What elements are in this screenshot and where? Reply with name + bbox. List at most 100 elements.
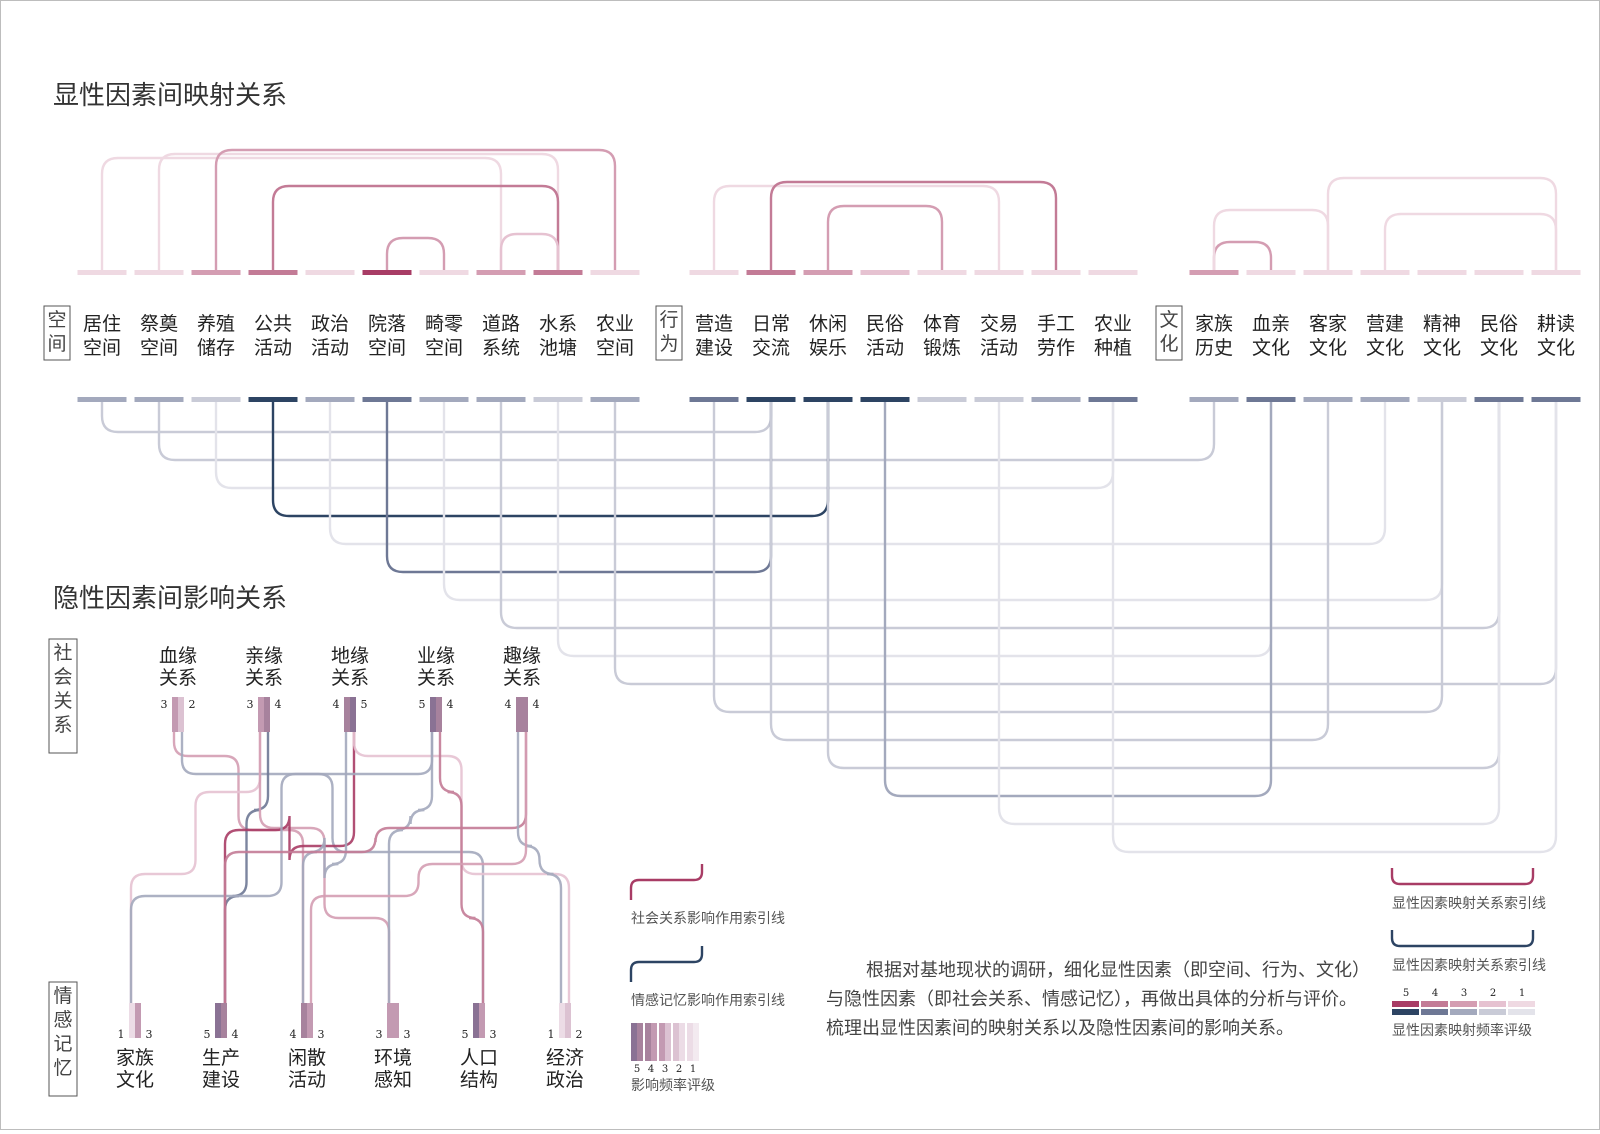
legend-explicit [1390,868,1535,1015]
rating-number-b: 4 [533,698,540,711]
rating-number-a: 4 [333,698,340,711]
influence-rating-number: 3 [662,1064,668,1075]
navy-link-11 [769,399,1330,742]
explicit-item-4: 政治活动 [305,270,355,402]
navy-rating-bar [77,397,127,402]
rating-number-b: 5 [361,698,368,711]
explicit-item-24: 耕读文化 [1531,270,1581,402]
explicit-item-label: 体育锻炼 [923,313,961,359]
implicit-link-9 [438,732,485,1003]
navy-mapping-lines [100,399,1558,854]
explicit-navy-index-label: 显性因素映射关系索引线 [1392,957,1546,974]
pink-rating-bar [590,270,640,275]
emotion-group-label-frame [48,981,78,1097]
pink-rating-bar [1417,270,1467,275]
rating-bar-b [221,1003,227,1038]
explicit-navy-index-line [1390,930,1535,948]
pink-rating-bar [1031,270,1081,275]
pink-link-8 [826,204,944,272]
explicit-item-label: 民俗活动 [866,313,904,359]
rating-number-a: 3 [247,698,254,711]
explicit-item-18: 家族历史 [1189,270,1239,402]
emotion-node-3: 环境感知 [374,1003,412,1091]
social-group-label: 社会关系 [48,638,78,754]
implicit-link-6 [301,732,348,1003]
emotion-node-5: 经济政治 [546,1003,584,1091]
group-label-2-frame [1155,305,1183,361]
influence-rating-number: 4 [648,1064,654,1075]
implicit-link-11 [223,732,528,1003]
explicit-item-23: 民俗文化 [1474,270,1524,402]
explicit-item-label: 耕读文化 [1537,313,1575,359]
rating-bar-b [522,697,528,732]
pink-link-3 [271,184,560,272]
emotion-node-1: 生产建设 [202,1003,240,1091]
rating-bar-b [307,1003,313,1038]
social-index-label: 社会关系影响作用索引线 [631,910,785,927]
navy-rating-bar [803,397,853,402]
explicit-item-label: 交易活动 [980,313,1018,359]
mapping-rating-number: 4 [1432,988,1438,999]
explicit-item-0: 居住空间 [77,270,127,402]
explicit-title: 显性因素间映射关系 [53,81,287,111]
navy-rating-bar [1474,397,1524,402]
influence-swatch-2 [659,1023,665,1061]
pink-mapping-lines [100,148,1558,272]
navy-rating-bar [1303,397,1353,402]
navy-rating-bar [419,397,469,402]
node-label: 亲缘关系 [245,645,283,689]
pink-rating-bar [248,270,298,275]
rating-number-b: 3 [146,1028,153,1041]
navy-rating-bar [860,397,910,402]
pink-rating-bar [1088,270,1138,275]
group-label-2-text: 文化 [1159,309,1178,355]
explicit-item-7: 道路系统 [476,270,526,402]
rating-bar-b [135,1003,141,1038]
pink-link-0 [100,156,503,272]
rating-bar-a [129,1003,135,1038]
emotion-group-label: 情感记忆 [48,981,78,1097]
pink-rating-bar [1189,270,1239,275]
implicit-link-3 [223,732,270,1003]
pink-rating-bar [533,270,583,275]
pink-rating-bar [746,270,796,275]
navy-rating-bar [305,397,355,402]
explicit-item-14: 体育锻炼 [917,270,967,402]
explicit-item-12: 休闲娱乐 [803,270,853,402]
rating-bar-a [559,1003,565,1038]
social-node-0: 血缘关系 [159,645,197,732]
influence-rating-label: 影响频率评级 [631,1077,715,1094]
pink-link-12 [1383,212,1558,272]
pink-link-7 [769,180,1058,272]
rating-bar-b [565,1003,571,1038]
navy-rating-bar [533,397,583,402]
rating-bar-a [516,697,522,732]
pink-rating-bar [1531,270,1581,275]
navy-rating-bar [1246,397,1296,402]
explicit-item-22: 精神文化 [1417,270,1467,402]
influence-swatch-3 [673,1023,679,1061]
pink-rating-bar [305,270,355,275]
rating-bar-b [436,697,442,732]
explicit-item-16: 手工劳作 [1031,270,1081,402]
implicit-links [129,732,571,1003]
explicit-item-label: 营建文化 [1366,313,1404,359]
explicit-item-label: 精神文化 [1423,313,1461,359]
pink-rating-bar [419,270,469,275]
influence-swatch-1-b [651,1023,657,1061]
navy-rating-bar [476,397,526,402]
rating-bar-a [172,697,178,732]
pink-link-1 [157,152,560,272]
node-label: 地缘关系 [331,645,369,689]
rating-number-b: 4 [232,1028,239,1041]
navy-rating-bar [1031,397,1081,402]
navy-link-2 [214,399,1115,490]
navy-link-4 [328,399,1387,546]
rating-bar-a [344,697,350,732]
emotion-group-label-text: 情感记忆 [53,985,72,1079]
navy-rating-bar [917,397,967,402]
navy-rating-bar [362,397,412,402]
implicit-link-1 [180,732,485,1003]
